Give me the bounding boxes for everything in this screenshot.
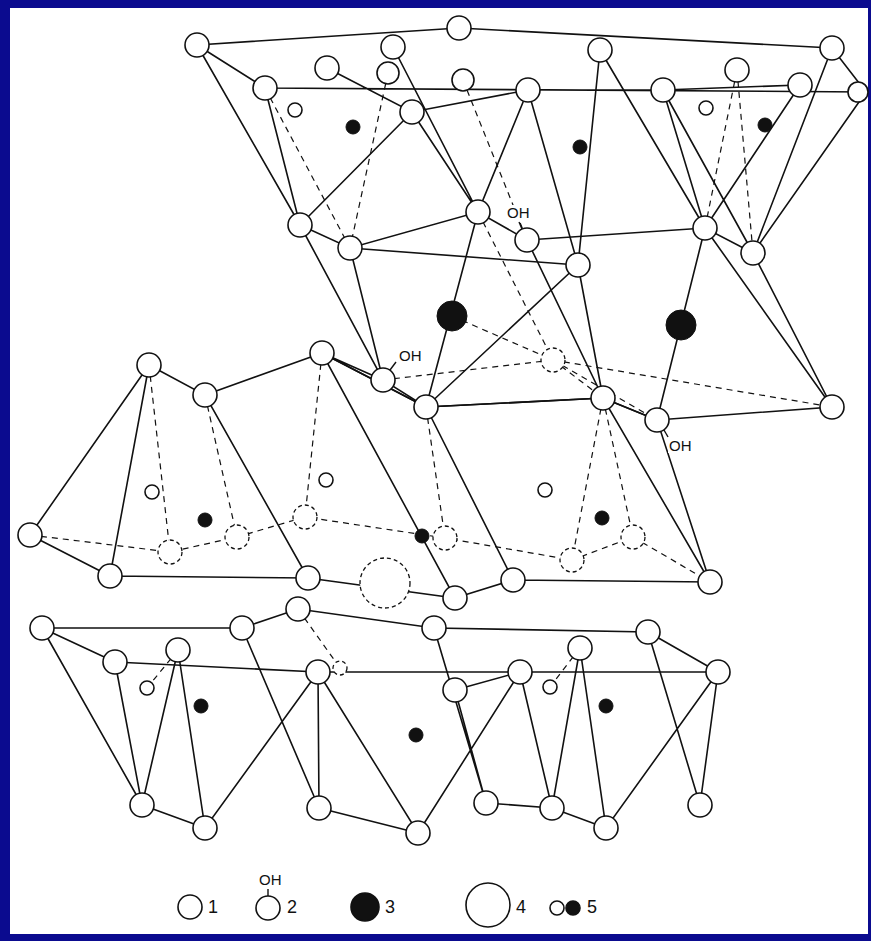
legend-sample xyxy=(550,901,564,915)
hydroxyl-label: OH xyxy=(258,872,283,887)
legend-number: 3 xyxy=(384,898,396,916)
hydroxyl-label: OH xyxy=(668,438,693,453)
legend-number: 4 xyxy=(515,898,527,916)
legend-number: 2 xyxy=(286,898,298,916)
legend-number: 1 xyxy=(207,898,219,916)
legend-sample xyxy=(256,896,280,920)
hydroxyl-label: OH xyxy=(398,348,423,363)
legend-sample xyxy=(351,893,379,921)
legend-number: 5 xyxy=(586,898,598,916)
legend-sample xyxy=(566,901,580,915)
legend-sample xyxy=(178,895,202,919)
hydroxyl-label: OH xyxy=(506,205,531,220)
legend-sample xyxy=(466,883,510,927)
